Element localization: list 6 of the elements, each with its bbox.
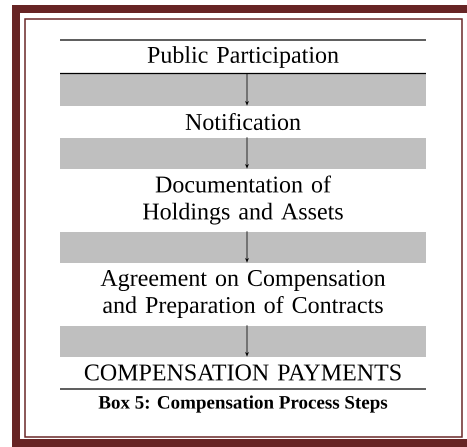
process-step: Public Participation [148,46,339,68]
process-step: Agreement on Compensation and Preparation of Contracts [100,270,386,318]
caption: Box 5: Compensation Process Steps [98,395,388,413]
process-step: Documentation of Holdings and Assets [143,175,343,225]
process-step: COMPENSATION PAYMENTS [84,364,401,381]
process-step: Notification [186,112,301,130]
